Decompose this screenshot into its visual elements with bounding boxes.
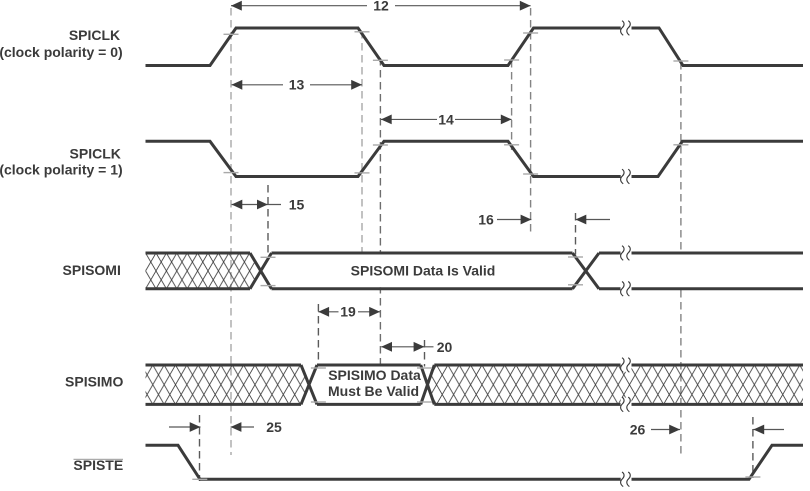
svg-text:Must Be Valid: Must Be Valid — [328, 383, 419, 399]
svg-text:SPISIMO: SPISIMO — [65, 373, 123, 389]
svg-text:13: 13 — [289, 77, 305, 93]
svg-text:SPICLK: SPICLK — [69, 27, 120, 43]
svg-text:25: 25 — [266, 419, 282, 435]
svg-text:19: 19 — [340, 304, 356, 320]
svg-text:20: 20 — [437, 339, 453, 355]
svg-text:(clock polarity = 1): (clock polarity = 1) — [0, 162, 123, 178]
svg-text:SPISOMI Data Is Valid: SPISOMI Data Is Valid — [351, 262, 496, 278]
svg-text:SPISOMI: SPISOMI — [63, 262, 121, 278]
svg-text:(clock polarity = 0): (clock polarity = 0) — [0, 44, 123, 60]
svg-text:26: 26 — [630, 421, 646, 437]
svg-text:SPISIMO Data: SPISIMO Data — [328, 367, 421, 383]
svg-text:SPICLK: SPICLK — [70, 145, 121, 161]
svg-text:SPISTE: SPISTE — [73, 457, 123, 473]
svg-text:16: 16 — [478, 211, 494, 227]
svg-text:15: 15 — [289, 197, 305, 213]
svg-text:14: 14 — [438, 111, 454, 127]
svg-text:12: 12 — [373, 0, 389, 14]
